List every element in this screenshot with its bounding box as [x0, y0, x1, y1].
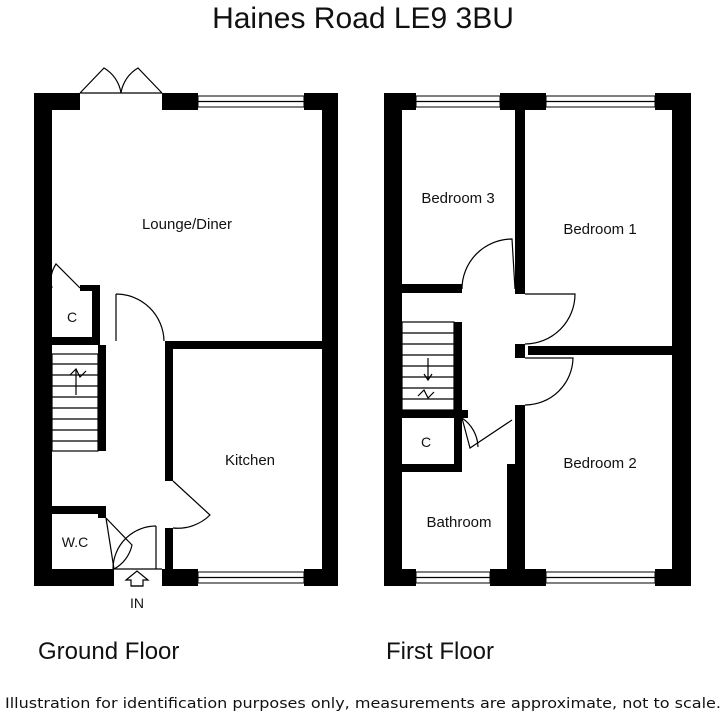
ff-bottom-wall-left: [384, 569, 416, 586]
gf-wc-door: [105, 517, 133, 570]
ff-top-wall-mid: [500, 93, 546, 110]
ff-bedroom2-top-wall: [528, 346, 672, 355]
gf-stairs: [51, 353, 99, 452]
gf-room-lounge: Lounge/Diner: [142, 216, 232, 233]
ff-cupboard-top-wall: [402, 410, 468, 418]
gf-wc-right-wall: [98, 506, 106, 518]
gf-hall-wall: [98, 345, 106, 451]
ff-right-wall: [672, 93, 691, 586]
gf-bottom-wall-left: [34, 569, 114, 586]
gf-left-wall: [34, 93, 52, 586]
gf-room-wc: W.C: [62, 534, 88, 550]
gf-bottom-wall-right: [304, 569, 338, 586]
ff-bedroom3-bottom-wall: [402, 284, 462, 293]
gf-bottom-wall-mid: [162, 569, 198, 586]
ff-stair-wall: [454, 322, 462, 412]
gf-kitchen-left-wall: [165, 341, 173, 481]
gf-kitchen-left-wall-lower: [165, 528, 173, 572]
ff-bedroom1-left-wall: [515, 110, 525, 294]
first-floor-label: First Floor: [386, 638, 494, 665]
ff-cupboard-right-wall: [454, 410, 462, 466]
ground-floor-plan: [34, 67, 338, 587]
gf-entrance-label: IN: [130, 595, 144, 611]
gf-kitchen-door: [172, 480, 211, 529]
gf-right-wall: [322, 93, 338, 586]
ff-room-bedroom2: Bedroom 2: [563, 455, 636, 472]
ff-room-bathroom: Bathroom: [426, 514, 491, 531]
disclaimer-text: Illustration for identification purposes…: [5, 696, 721, 712]
page-title: Haines Road LE9 3BU: [212, 2, 514, 35]
ff-room-cupboard: C: [421, 434, 431, 450]
ff-bathroom-top-wall: [402, 464, 462, 472]
ff-bathroom-right-wall: [507, 464, 515, 569]
gf-kitchen-top-wall: [165, 341, 325, 349]
gf-top-wall-mid: [162, 93, 198, 110]
gf-lounge-door: [115, 293, 165, 342]
ff-bottom-wall-right: [655, 569, 691, 586]
gf-cupboard-bottom-wall: [52, 337, 100, 345]
entrance-arrow-icon: [124, 570, 150, 587]
ff-bathroom-door: [461, 417, 513, 449]
ground-floor-label: Ground Floor: [38, 638, 179, 665]
first-floor-plan: [384, 93, 691, 586]
ff-left-wall: [384, 93, 402, 586]
gf-french-doors: [79, 67, 163, 94]
ff-cupboard-door: [461, 417, 479, 448]
ff-bottom-wall-mid: [490, 569, 546, 586]
gf-room-kitchen: Kitchen: [225, 452, 275, 469]
ff-room-bedroom1: Bedroom 1: [563, 221, 636, 238]
gf-cupboard-top-wall-stub: [80, 285, 100, 291]
gf-cupboard-door: [50, 263, 81, 289]
gf-cupboard-right-wall: [92, 285, 100, 345]
gf-front-door: [112, 525, 162, 570]
ff-bedroom2-left-wall: [515, 405, 525, 569]
ff-room-bedroom3: Bedroom 3: [421, 190, 494, 207]
ff-bedroom2-door: [524, 357, 574, 406]
ff-bedroom3-door: [461, 238, 516, 290]
gf-room-cupboard: C: [67, 309, 77, 325]
ff-stairs: [401, 321, 455, 411]
ff-bedroom1-door: [524, 293, 576, 345]
gf-wc-top-wall: [52, 506, 106, 514]
ff-bedroom1-left-wall-lower: [515, 344, 525, 358]
